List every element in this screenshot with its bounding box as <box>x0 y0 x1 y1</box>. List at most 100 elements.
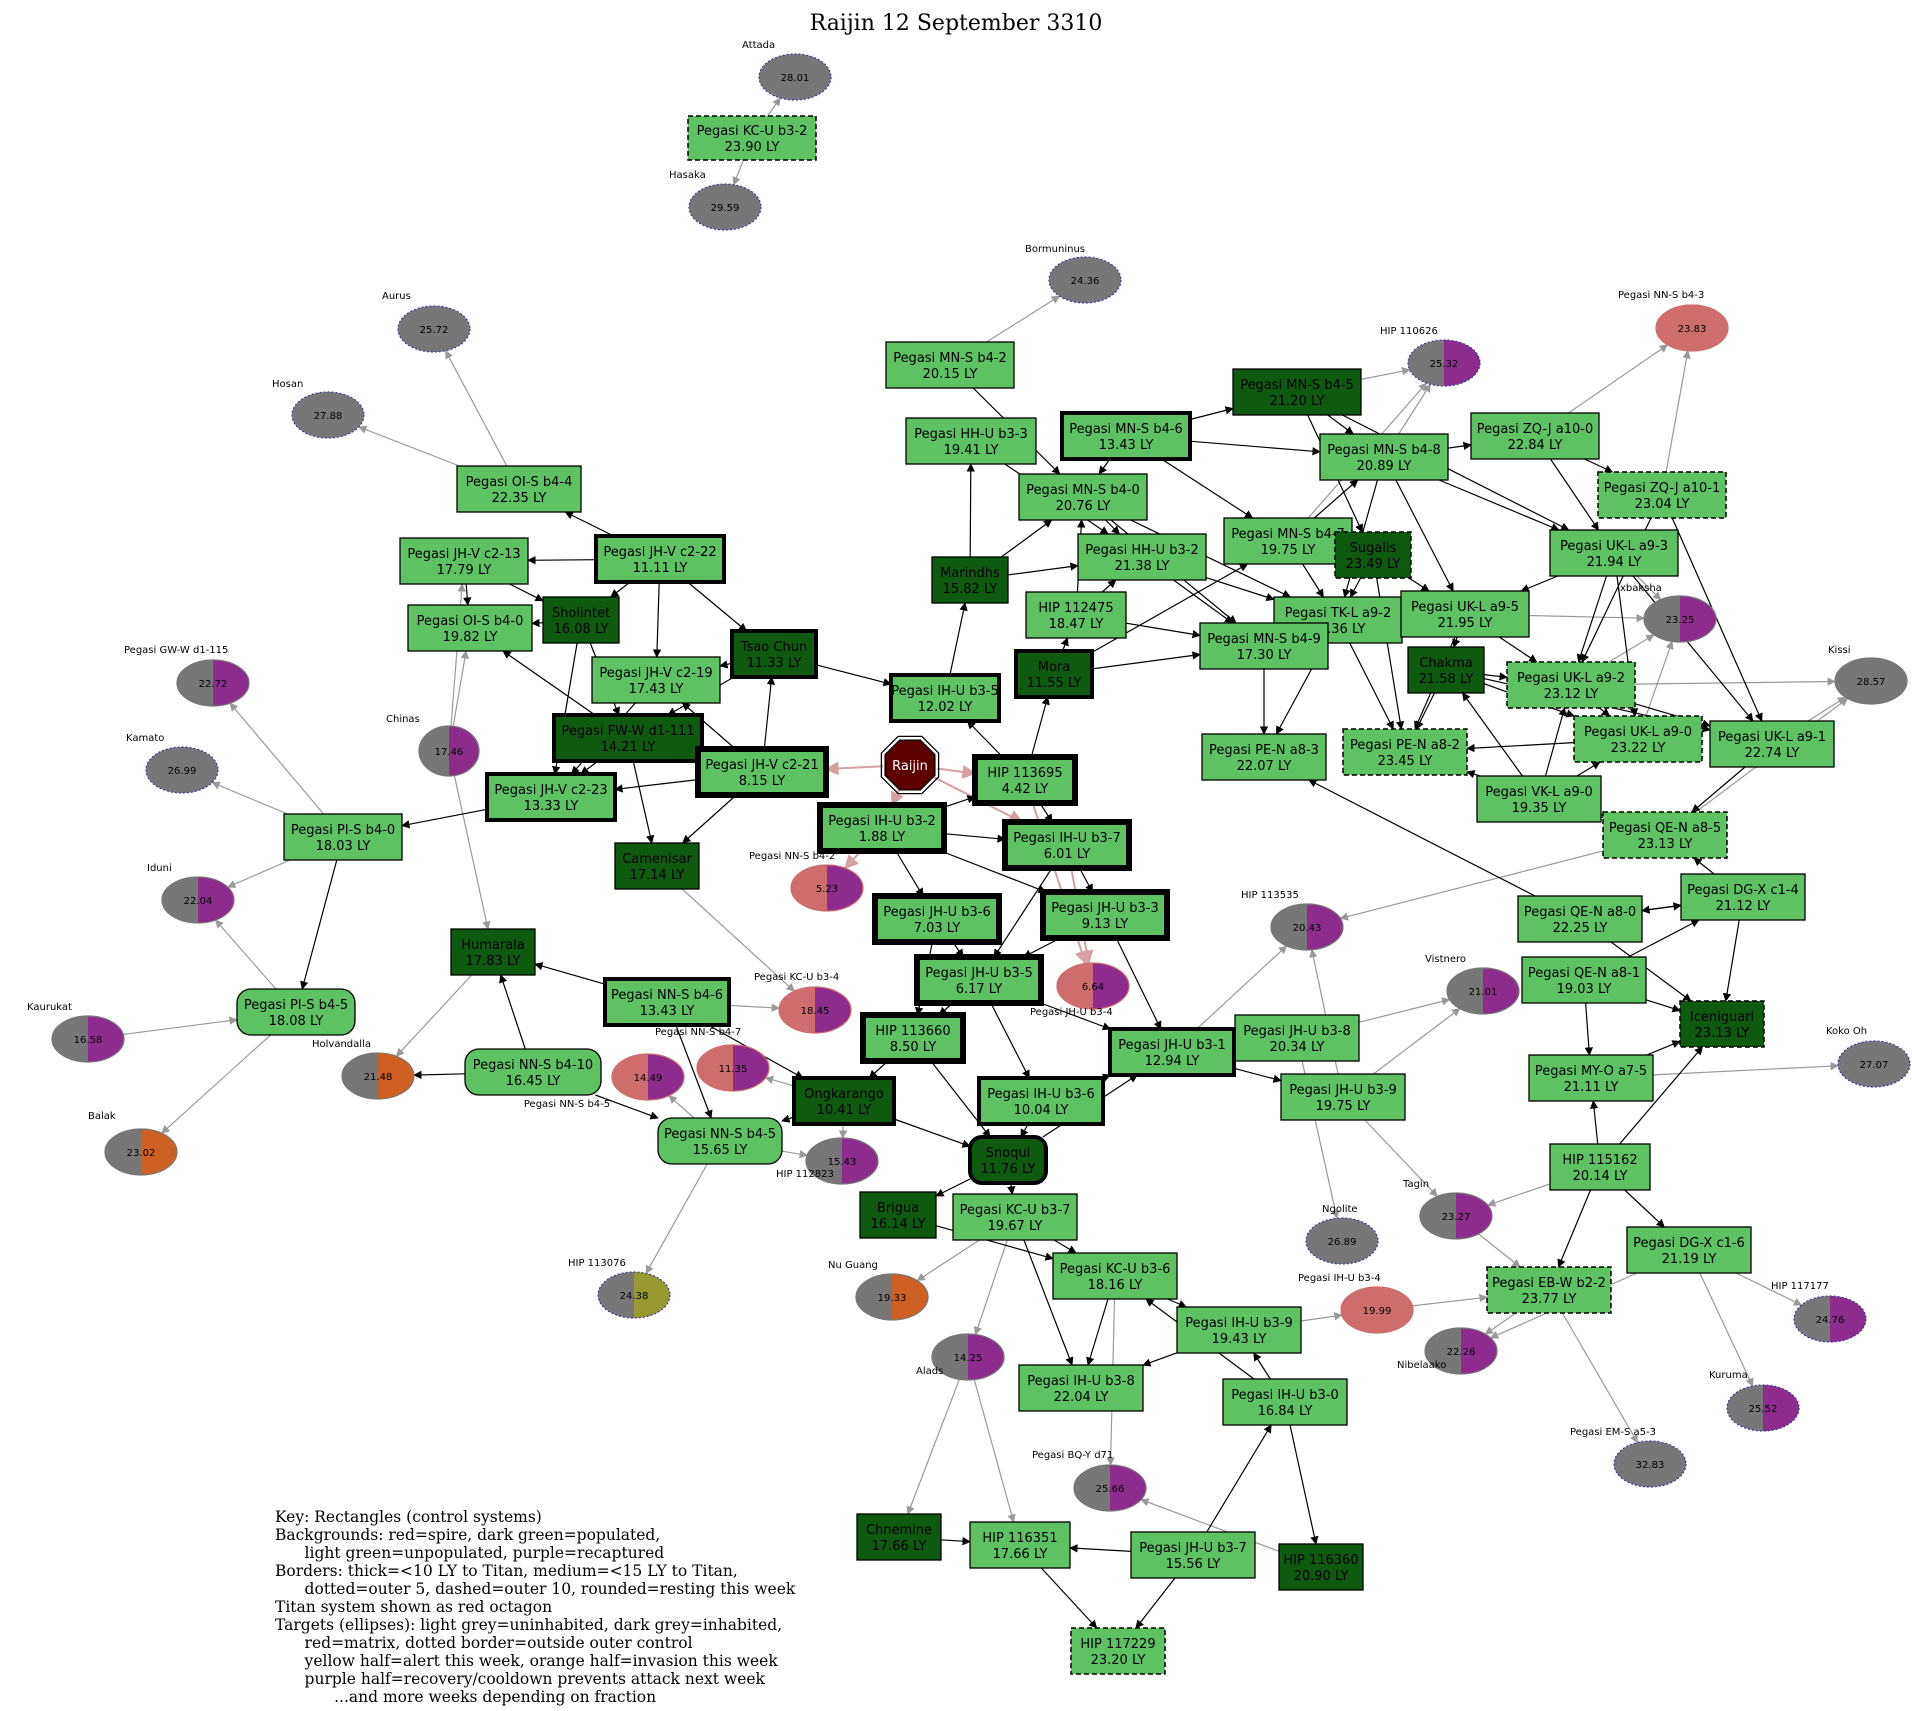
system-node-pis40[interactable]: Pegasi PI-S b4-018.03 LY <box>283 813 403 861</box>
system-node-hhu32[interactable]: Pegasi HH-U b3-221.38 LY <box>1077 533 1207 581</box>
system-node-vkla90[interactable]: Pegasi VK-L a9-019.35 LY <box>1476 775 1602 823</box>
system-node-jhu39[interactable]: Pegasi JH-U b3-919.75 LY <box>1280 1073 1406 1121</box>
system-node-ukla93[interactable]: Pegasi UK-L a9-321.94 LY <box>1549 529 1679 577</box>
system-node-tkla92[interactable]: Pegasi TK-L a9-221.36 LY <box>1273 596 1403 644</box>
system-node-myoa75[interactable]: Pegasi MY-O a7-521.11 LY <box>1528 1054 1654 1102</box>
system-node-ukla91[interactable]: Pegasi UK-L a9-122.74 LY <box>1709 720 1835 768</box>
system-node-ois40[interactable]: Pegasi OI-S b4-019.82 LY <box>407 604 533 652</box>
system-node-kcu36[interactable]: Pegasi KC-U b3-618.16 LY <box>1052 1252 1178 1300</box>
target-node-t_nns4x[interactable]: 11.35 <box>696 1044 770 1092</box>
system-node-kcu32[interactable]: Pegasi KC-U b3-223.90 LY <box>687 115 817 161</box>
system-node-ukla90[interactable]: Pegasi UK-L a9-023.22 LY <box>1573 715 1703 763</box>
system-node-ihu35[interactable]: Pegasi IH-U b3-512.02 LY <box>889 673 1001 723</box>
system-node-ukla92[interactable]: Pegasi UK-L a9-223.12 LY <box>1506 661 1636 709</box>
system-node-qena81[interactable]: Pegasi QE-N a8-119.03 LY <box>1521 956 1647 1004</box>
system-node-ihu38[interactable]: Pegasi IH-U b3-822.04 LY <box>1018 1364 1144 1412</box>
system-node-mns45[interactable]: Pegasi MN-S b4-521.20 LY <box>1232 368 1362 416</box>
system-node-kcu37[interactable]: Pegasi KC-U b3-719.67 LY <box>952 1193 1078 1241</box>
system-node-qena80[interactable]: Pegasi QE-N a8-022.25 LY <box>1517 895 1643 943</box>
system-node-mns40[interactable]: Pegasi MN-S b4-020.76 LY <box>1018 473 1148 521</box>
system-node-jhu36[interactable]: Pegasi JH-U b3-67.03 LY <box>872 893 1002 945</box>
system-node-pis45[interactable]: Pegasi PI-S b4-518.08 LY <box>236 988 356 1036</box>
system-node-ihu36[interactable]: Pegasi IH-U b3-610.04 LY <box>977 1076 1105 1126</box>
system-node-pena82[interactable]: Pegasi PE-N a8-223.45 LY <box>1342 728 1468 776</box>
titan-node[interactable]: Raijin <box>880 735 940 795</box>
system-node-mns42[interactable]: Pegasi MN-S b4-220.15 LY <box>885 341 1015 389</box>
system-node-jhu31[interactable]: Pegasi JH-U b3-112.94 LY <box>1108 1027 1236 1077</box>
system-node-zqj100[interactable]: Pegasi ZQ-J a10-022.84 LY <box>1470 412 1600 460</box>
system-node-qena85[interactable]: Pegasi QE-N a8-523.13 LY <box>1602 811 1728 859</box>
system-node-pena83[interactable]: Pegasi PE-N a8-322.07 LY <box>1201 733 1327 781</box>
system-node-zqj101[interactable]: Pegasi ZQ-J a10-123.04 LY <box>1597 471 1727 519</box>
system-node-jhvc21[interactable]: Pegasi JH-V c2-218.15 LY <box>695 746 829 798</box>
system-node-nns45[interactable]: Pegasi NN-S b4-515.65 LY <box>657 1117 783 1165</box>
system-node-ukla95[interactable]: Pegasi UK-L a9-521.95 LY <box>1400 590 1530 638</box>
system-node-hhu33[interactable]: Pegasi HH-U b3-319.41 LY <box>905 417 1037 465</box>
system-node-jhu38[interactable]: Pegasi JH-U b3-820.34 LY <box>1234 1014 1360 1062</box>
system-node-ihu32[interactable]: Pegasi IH-U b3-21.88 LY <box>817 802 947 854</box>
system-node-mns46[interactable]: Pegasi MN-S b4-613.43 LY <box>1060 411 1192 461</box>
system-node-ihu30[interactable]: Pegasi IH-U b3-016.84 LY <box>1222 1378 1348 1426</box>
system-node-mns47[interactable]: Pegasi MN-S b4-719.75 LY <box>1223 517 1353 565</box>
system-node-dgxc14[interactable]: Pegasi DG-X c1-421.12 LY <box>1680 873 1806 921</box>
system-node-jhu33[interactable]: Pegasi JH-U b3-39.13 LY <box>1040 889 1170 941</box>
system-node-jhu35[interactable]: Pegasi JH-U b3-56.17 LY <box>914 954 1044 1006</box>
system-node-dgxc16[interactable]: Pegasi DG-X c1-621.19 LY <box>1626 1226 1752 1274</box>
system-node-ois44[interactable]: Pegasi OI-S b4-422.35 LY <box>456 465 582 513</box>
system-node-mns49[interactable]: Pegasi MN-S b4-917.30 LY <box>1199 622 1329 670</box>
